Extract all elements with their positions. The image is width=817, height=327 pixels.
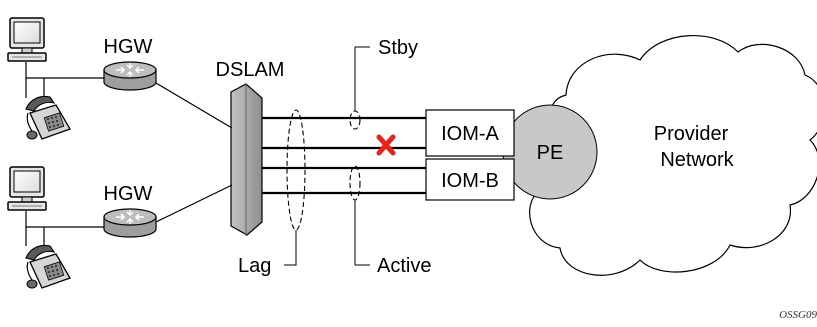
- iom-b-label: IOM-B: [441, 170, 499, 192]
- lag-ellipse: [287, 110, 305, 230]
- lag-label: Lag: [238, 255, 271, 277]
- pe-router: PE: [503, 105, 597, 199]
- cloud-label-line2: Network: [660, 149, 734, 171]
- pe-label: PE: [537, 142, 564, 164]
- router-icon: [104, 62, 156, 90]
- stby-leader: [355, 47, 370, 111]
- dslam-label: DSLAM: [216, 59, 285, 81]
- stby-ellipse: [350, 111, 360, 129]
- failure-x-icon: [379, 137, 393, 153]
- hgw-bottom-label: HGW: [104, 183, 153, 205]
- hgw-top-uplink: [156, 83, 232, 128]
- active-leader: [355, 200, 370, 265]
- stby-label: Stby: [378, 37, 418, 59]
- figure-id: OSSG09: [779, 309, 817, 321]
- hgw-bottom-uplink: [156, 185, 232, 222]
- site-top-wiring: [26, 62, 104, 100]
- active-ellipse: [350, 166, 360, 200]
- phone-icon: [26, 97, 70, 140]
- site-bottom-wiring: [26, 211, 104, 250]
- active-label: Active: [377, 255, 431, 277]
- lag-leader: [284, 230, 296, 265]
- iom-a-card: IOM-A: [426, 110, 514, 156]
- phone-icon: [26, 246, 70, 289]
- computer-icon: [8, 18, 46, 61]
- router-icon: [104, 209, 156, 237]
- site-top: HGW: [8, 18, 156, 139]
- computer-icon: [8, 167, 46, 210]
- hgw-top-label: HGW: [104, 36, 153, 58]
- site-bottom: HGW: [8, 167, 156, 288]
- iom-a-label: IOM-A: [441, 123, 499, 145]
- cloud-label-line1: Provider: [654, 123, 729, 145]
- iom-b-card: IOM-B: [426, 159, 514, 200]
